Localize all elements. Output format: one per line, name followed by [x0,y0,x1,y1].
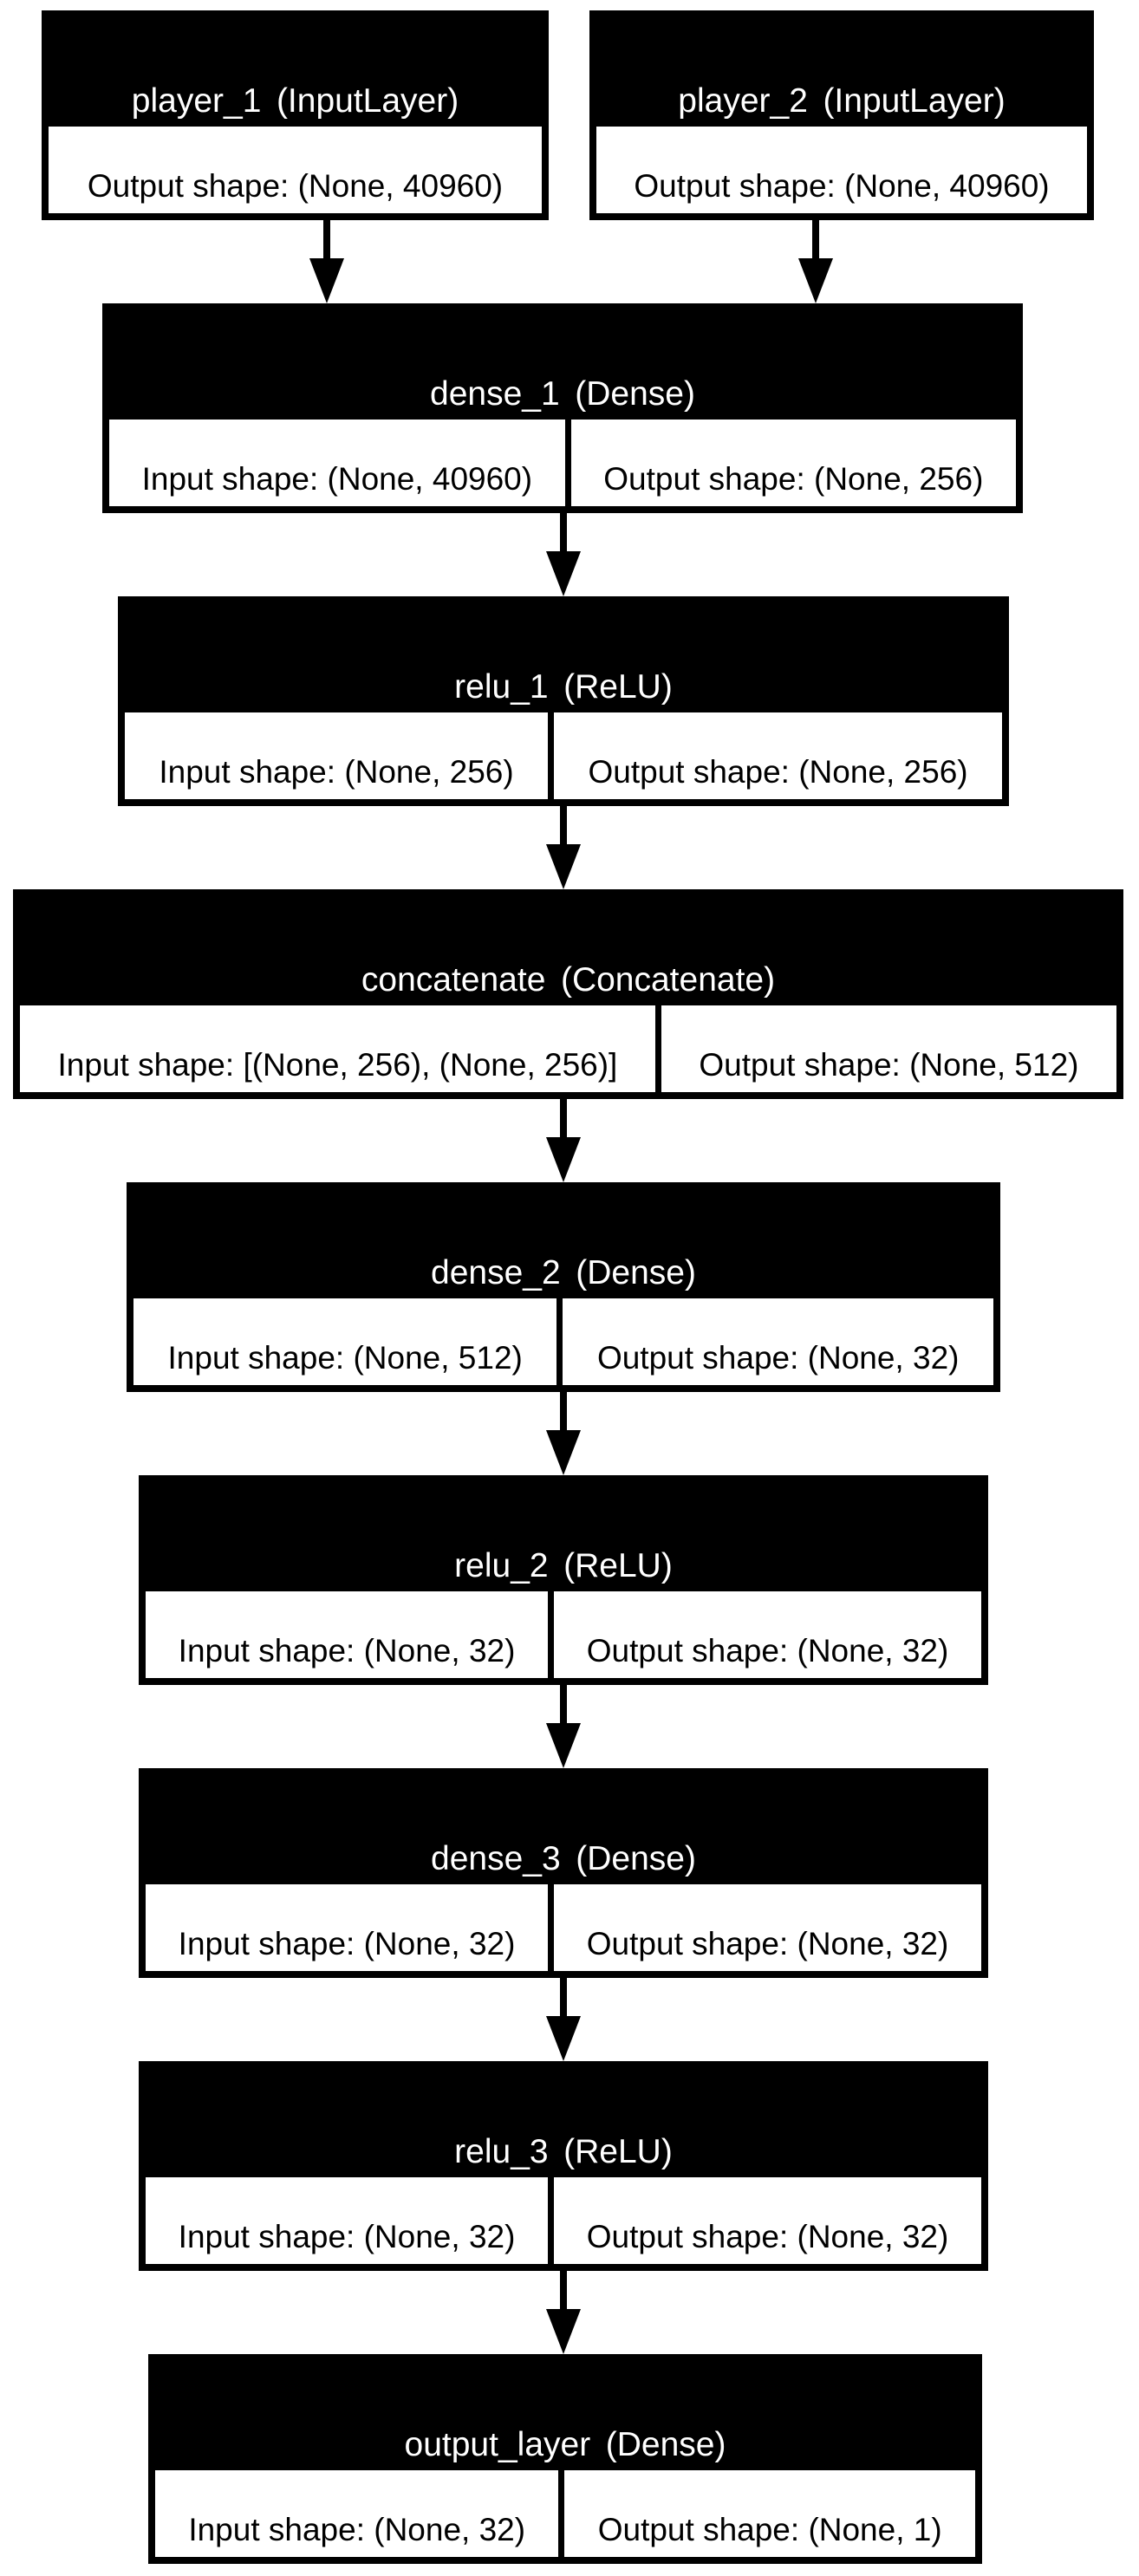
arrow-head-icon [546,1723,581,1768]
arrow-head-icon [546,1137,581,1182]
input-shape-cell: Input shape: (None, 32) [146,1884,549,1971]
node-header: dense_2 (Dense) [133,1189,993,1298]
input-shape-cell: Input shape: [(None, 256), (None, 256)] [20,1005,655,1092]
node-header: player_2 (InputLayer) [596,17,1087,127]
layer-type: (Dense) [576,1254,696,1291]
node-header: dense_3 (Dense) [146,1775,981,1884]
arrow-head-icon [546,2309,581,2354]
layer-type: (Dense) [605,2426,726,2463]
layer-type: (ReLU) [563,2133,673,2170]
edge-concatenate-to-dense-2 [546,1099,581,1182]
edge-dense-3-to-relu-3 [546,1978,581,2061]
arrow-head-icon [546,844,581,889]
layer-name: dense_1 [430,375,560,413]
layer-name: player_1 [131,82,262,120]
node-player-1: player_1 (InputLayer) Output shape: (Non… [42,10,549,220]
layer-name: relu_2 [454,1547,549,1584]
edge-line [560,1392,567,1430]
node-header: output_layer (Dense) [155,2361,975,2470]
layer-name: relu_3 [454,2133,549,2170]
arrow-head-icon [546,1430,581,1475]
node-header: relu_1 (ReLU) [125,603,1002,712]
output-shape-cell: Output shape: (None, 32) [556,1298,994,1385]
input-shape-cell: Input shape: (None, 32) [155,2470,559,2557]
layer-type: (ReLU) [563,668,673,706]
node-header: relu_3 (ReLU) [146,2068,981,2177]
input-shape-cell: Input shape: (None, 32) [146,2177,549,2264]
output-shape-cell: Output shape: (None, 256) [548,712,1002,799]
layer-type: (InputLayer) [276,82,459,120]
shape-cells: Input shape: (None, 256) Output shape: (… [125,712,1002,799]
arrow-head-icon [546,551,581,596]
output-shape-cell: Output shape: (None, 32) [548,1884,981,1971]
output-shape-cell: Output shape: (None, 1) [558,2470,976,2557]
edge-relu-3-to-output-layer [546,2271,581,2354]
edge-dense-1-to-relu-1 [546,513,581,596]
edge-line [560,513,567,551]
layer-type: (InputLayer) [823,82,1006,120]
layer-name: concatenate [361,961,546,999]
input-shape-cell: Input shape: (None, 32) [146,1591,549,1678]
edge-relu-1-to-concatenate [546,806,581,889]
shape-cells: Output shape: (None, 40960) [596,127,1087,213]
shape-cells: Input shape: (None, 32) Output shape: (N… [146,2177,981,2264]
shape-cells: Input shape: (None, 512) Output shape: (… [133,1298,994,1385]
node-dense-1: dense_1 (Dense) Input shape: (None, 4096… [102,303,1023,513]
edge-player-1-to-dense-1 [309,220,344,303]
edge-line [560,806,567,844]
layer-name: dense_3 [431,1840,561,1877]
layer-name: relu_1 [454,668,549,706]
node-dense-3: dense_3 (Dense) Input shape: (None, 32) … [139,1768,988,1978]
shape-cells: Input shape: (None, 40960) Output shape:… [109,420,1016,506]
input-shape-cell: Input shape: (None, 256) [125,712,549,799]
layer-name: output_layer [404,2426,591,2463]
output-shape-cell: Output shape: (None, 32) [548,1591,981,1678]
layer-type: (Dense) [575,375,695,413]
layer-type: (ReLU) [563,1547,673,1584]
arrow-head-icon [309,258,344,303]
node-header: relu_2 (ReLU) [146,1482,981,1591]
output-shape-cell: Output shape: (None, 256) [564,420,1016,506]
input-shape-cell: Input shape: (None, 40960) [109,420,565,506]
edge-line [812,220,819,258]
node-concatenate: concatenate (Concatenate) Input shape: [… [13,889,1123,1099]
shape-cells: Input shape: [(None, 256), (None, 256)] … [20,1005,1116,1092]
arrow-head-icon [546,2016,581,2061]
node-output-layer: output_layer (Dense) Input shape: (None,… [148,2354,982,2564]
node-player-2: player_2 (InputLayer) Output shape: (Non… [589,10,1094,220]
node-dense-2: dense_2 (Dense) Input shape: (None, 512)… [127,1182,1000,1392]
output-shape-cell: Output shape: (None, 40960) [49,127,542,213]
shape-cells: Input shape: (None, 32) Output shape: (N… [146,1884,981,1971]
input-shape-cell: Input shape: (None, 512) [133,1298,557,1385]
edge-relu-2-to-dense-3 [546,1685,581,1768]
output-shape-cell: Output shape: (None, 40960) [596,127,1087,213]
output-shape-cell: Output shape: (None, 512) [654,1005,1116,1092]
node-relu-3: relu_3 (ReLU) Input shape: (None, 32) Ou… [139,2061,988,2271]
node-relu-2: relu_2 (ReLU) Input shape: (None, 32) Ou… [139,1475,988,1685]
edge-line [323,220,330,258]
layer-type: (Dense) [576,1840,696,1877]
shape-cells: Input shape: (None, 32) Output shape: (N… [155,2470,976,2557]
edge-line [560,1978,567,2016]
node-header: concatenate (Concatenate) [20,896,1116,1005]
layer-name: player_2 [678,82,808,120]
edge-line [560,1099,567,1137]
edge-line [560,2271,567,2309]
shape-cells: Output shape: (None, 40960) [49,127,542,213]
edge-line [560,1685,567,1723]
layer-name: dense_2 [431,1254,561,1291]
node-relu-1: relu_1 (ReLU) Input shape: (None, 256) O… [118,596,1009,806]
node-header: player_1 (InputLayer) [49,17,542,127]
node-header: dense_1 (Dense) [109,310,1016,420]
output-shape-cell: Output shape: (None, 32) [548,2177,981,2264]
layer-type: (Concatenate) [560,961,776,999]
arrow-head-icon [798,258,833,303]
edge-dense-2-to-relu-2 [546,1392,581,1475]
shape-cells: Input shape: (None, 32) Output shape: (N… [146,1591,981,1678]
edge-player-2-to-dense-1 [798,220,833,303]
